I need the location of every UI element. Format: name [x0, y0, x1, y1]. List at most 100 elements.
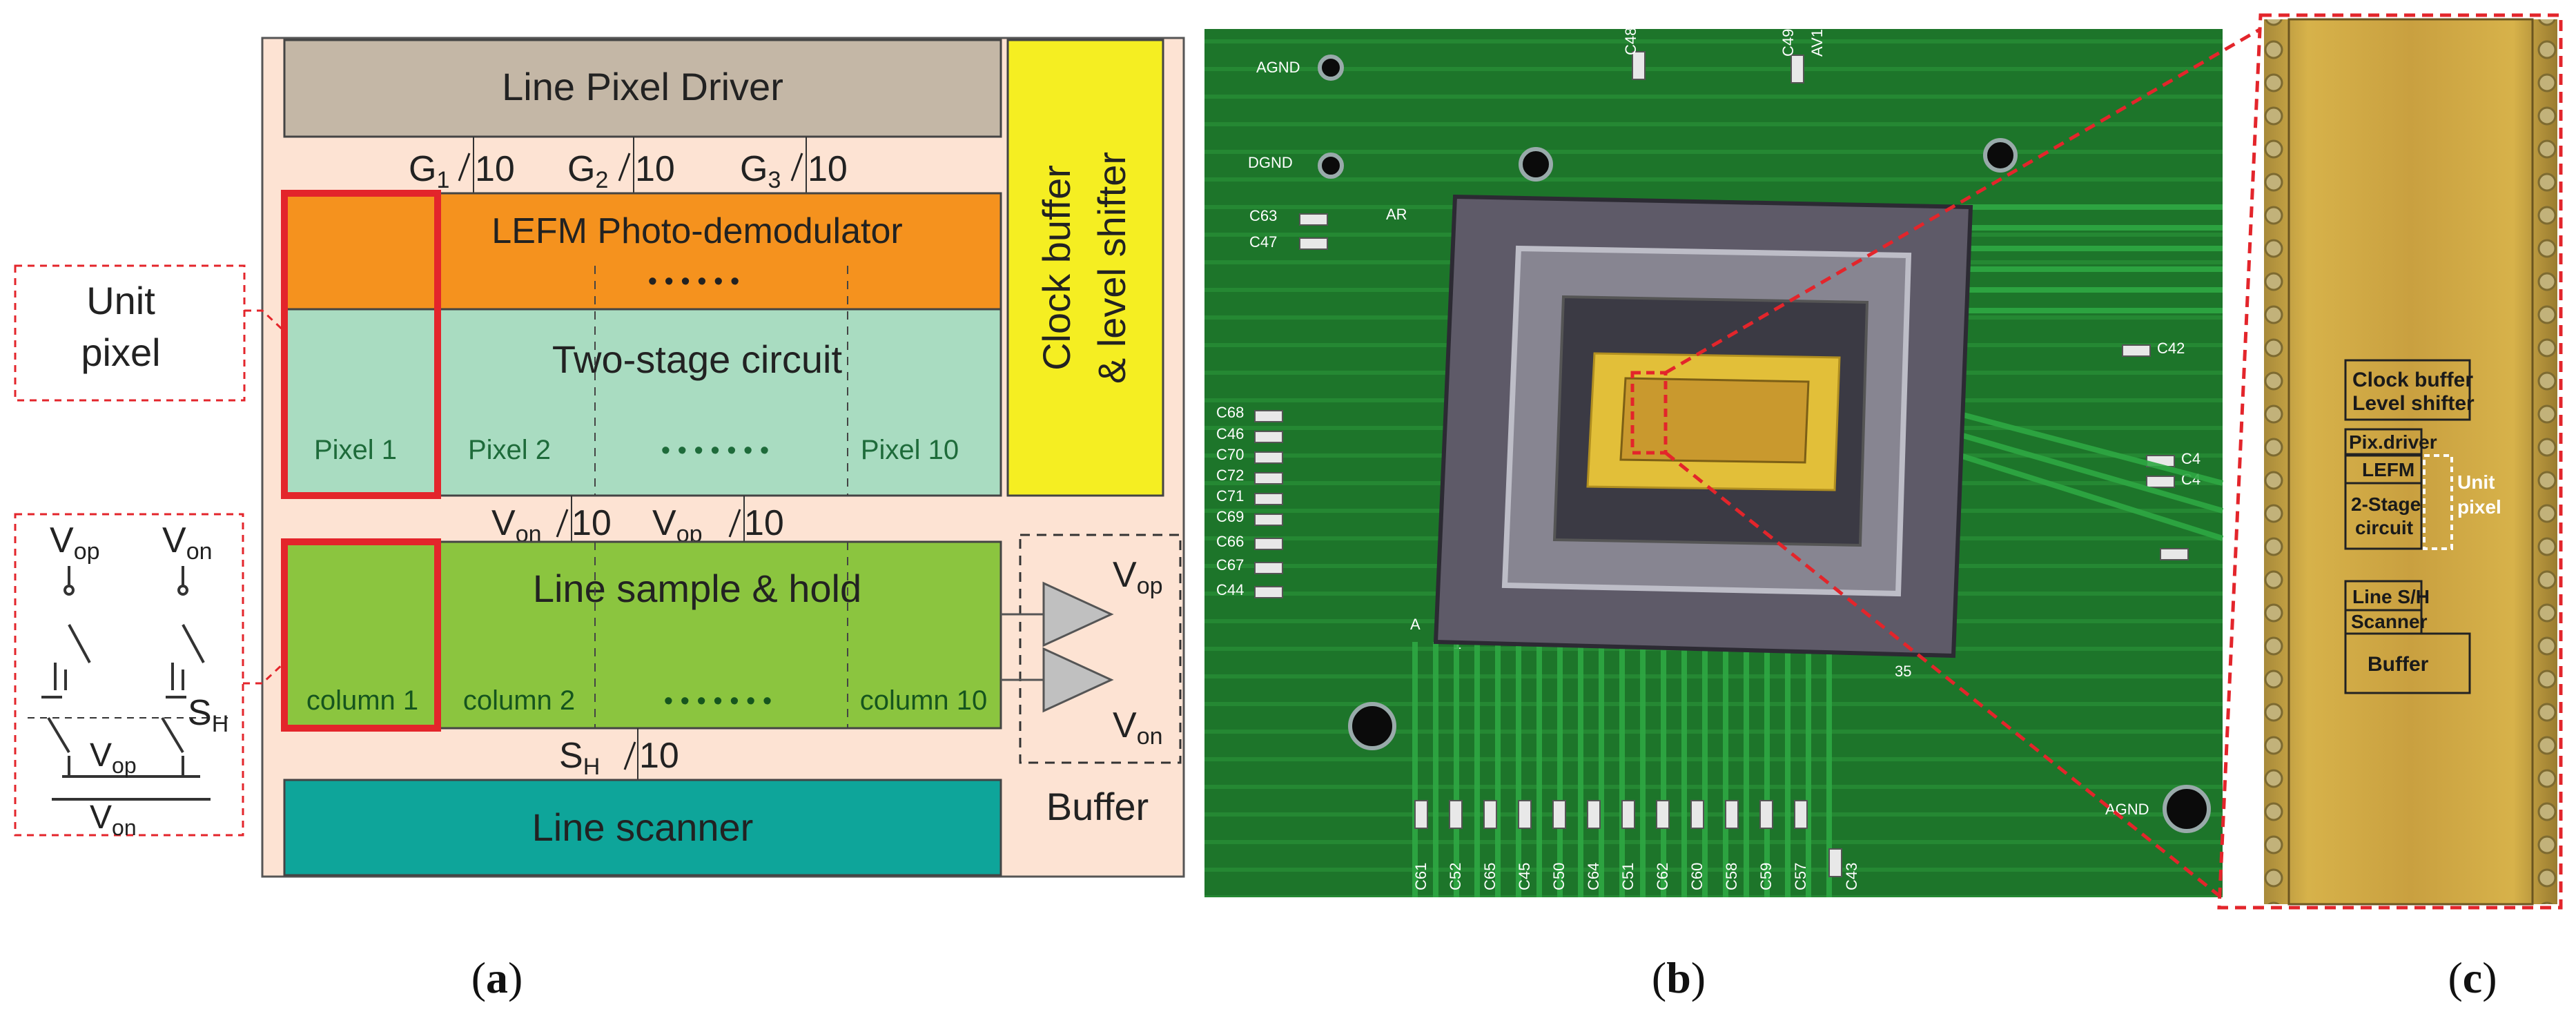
- svg-text:C58: C58: [1723, 863, 1740, 890]
- die-circuit-label: circuit: [2355, 517, 2413, 538]
- svg-text:C63: C63: [1249, 207, 1277, 224]
- unit-pixel-highlight: [281, 190, 441, 499]
- svg-text:C4: C4: [2181, 450, 2201, 467]
- clock-buffer-label: Clock buffer: [1035, 165, 1078, 371]
- svg-text:AGND: AGND: [2105, 801, 2149, 818]
- sample-hold-schematic-box: [14, 513, 244, 837]
- svg-text:AV15: AV15: [1808, 21, 1826, 57]
- line-sh-label: Line sample & hold: [533, 567, 861, 610]
- svg-text:Vop: Vop: [90, 737, 137, 778]
- die-buffer-label: Buffer: [2368, 653, 2429, 676]
- line-pixel-driver-block: [283, 39, 1002, 138]
- buffer-amp-op-icon: [1001, 581, 1114, 647]
- svg-text:C66: C66: [1216, 533, 1244, 550]
- die-photo: [2264, 19, 2557, 904]
- two-stage-circuit-block: [283, 308, 1002, 497]
- die-line-sh-label: Line S/H: [2352, 586, 2430, 607]
- smd-components: [1254, 51, 2189, 598]
- svg-text:10: 10: [572, 503, 612, 543]
- die-clock-buffer-label: Clock buffer: [2352, 369, 2473, 391]
- pcb-traces: [1412, 204, 2224, 897]
- svg-text:C52: C52: [1447, 863, 1464, 890]
- column-separators: [594, 542, 848, 728]
- unit-pixel-callout-line1: Unit: [86, 279, 155, 322]
- svg-text:A: A: [1410, 616, 1421, 633]
- pixel-1-label: Pixel 1: [314, 435, 397, 465]
- column-1-label: column 1: [306, 685, 418, 716]
- lefm-dots: • • • • • •: [648, 267, 740, 296]
- svg-text:SH: SH: [559, 736, 600, 780]
- die-pix-driver-label: Pix.driver: [2349, 431, 2437, 453]
- svg-text:C65: C65: [1481, 863, 1499, 890]
- svg-text:10: 10: [744, 503, 784, 543]
- svg-text:DGND: DGND: [1248, 154, 1293, 171]
- bottom-capacitors: C61 C52 C65 C45 C50 C64 C51 C62 C60 C58 …: [1412, 800, 1860, 890]
- line-scanner-label: Line scanner: [532, 805, 754, 849]
- column-1-highlight: [281, 538, 441, 732]
- unit-pixel-callout-line2: pixel: [81, 331, 160, 374]
- svg-text:C60: C60: [1688, 863, 1706, 890]
- caption-a: (a): [471, 953, 523, 1002]
- svg-text:SH: SH: [188, 693, 228, 737]
- svg-text:C71: C71: [1216, 487, 1244, 505]
- pixel-dots: • • • • • • •: [661, 436, 769, 465]
- two-stage-label: Two-stage circuit: [552, 338, 843, 381]
- die-zoom-region: [1630, 371, 1668, 455]
- svg-text:C47: C47: [1249, 233, 1277, 251]
- buffer-amp-on-icon: [1001, 647, 1114, 713]
- caption-c: (c): [2448, 953, 2497, 1002]
- svg-text:C59: C59: [1757, 863, 1775, 890]
- svg-text:C49: C49: [1779, 29, 1797, 57]
- die-unit-pixel-box: [2423, 454, 2453, 550]
- svg-text:C68: C68: [1216, 404, 1244, 421]
- svg-text:C69: C69: [1216, 508, 1244, 525]
- svg-text:10: 10: [475, 149, 515, 189]
- clock-buffer-block: [1006, 39, 1164, 497]
- svg-text:C46: C46: [1216, 425, 1244, 442]
- svg-text:Von: Von: [162, 520, 213, 565]
- die-unit-label: Unit: [2457, 471, 2495, 493]
- die-scanner-label: Scanner: [2351, 611, 2428, 632]
- svg-text:AGND: AGND: [1256, 59, 1300, 76]
- panel-a: Line Pixel Driver G1 10 G2 10 G3 10 LEFM…: [14, 37, 1185, 878]
- sh-bus-label: SH 10: [559, 736, 679, 780]
- svg-text:C51: C51: [1619, 863, 1637, 890]
- svg-text:G2: G2: [567, 149, 608, 193]
- die-2stage-label: 2-Stage: [2351, 494, 2421, 515]
- svg-text:C50: C50: [1550, 863, 1568, 890]
- svg-text:35: 35: [1895, 663, 1911, 680]
- svg-text:C43: C43: [1843, 863, 1860, 890]
- svg-text:G1: G1: [409, 149, 449, 193]
- sensor-die: [1619, 377, 1810, 464]
- pixel-10-label: Pixel 10: [861, 435, 959, 465]
- svg-text:C44: C44: [1216, 581, 1244, 598]
- lefm-label: LEFM Photo-demodulator: [491, 211, 902, 251]
- buffer-label: Buffer: [1046, 785, 1149, 828]
- svg-text:C70: C70: [1216, 446, 1244, 463]
- unit-pixel-callout-box: [14, 264, 246, 402]
- svg-text:C62: C62: [1654, 863, 1671, 890]
- svg-text:C72: C72: [1216, 467, 1244, 484]
- level-shifter-label: & level shifter: [1090, 152, 1133, 384]
- die-floorplan-boxes: [2344, 359, 2471, 694]
- die-zoom-frame: [2217, 13, 2563, 910]
- panel-c: Clock buffer Level shifter Pix.driver LE…: [2217, 13, 2563, 910]
- gate-bus-labels: G1 10 G2 10 G3 10: [409, 149, 848, 193]
- svg-text:C64: C64: [1585, 863, 1602, 890]
- die-pixel-label: pixel: [2457, 496, 2501, 518]
- vop-output-label: Vop: [1113, 555, 1163, 599]
- svg-text:10: 10: [808, 149, 848, 189]
- captions: (a) (b) (c): [471, 953, 2497, 1002]
- svg-text:10: 10: [639, 736, 679, 776]
- column-dots: • • • • • • •: [664, 687, 772, 716]
- die-level-shifter-label: Level shifter: [2352, 392, 2475, 415]
- line-scanner-block: [283, 779, 1002, 877]
- v-bus-labels: Von 10 Vop 10: [491, 503, 784, 547]
- column-10-label: column 10: [860, 685, 988, 716]
- svg-text:G3: G3: [740, 149, 781, 193]
- line-sample-hold-block: [283, 540, 1002, 730]
- svg-text:10: 10: [635, 149, 675, 189]
- panel-b: AGND DGND C48 C49 AV15 C63 C47 C42 C68 C…: [1204, 21, 2262, 899]
- svg-text:C42: C42: [2157, 340, 2185, 357]
